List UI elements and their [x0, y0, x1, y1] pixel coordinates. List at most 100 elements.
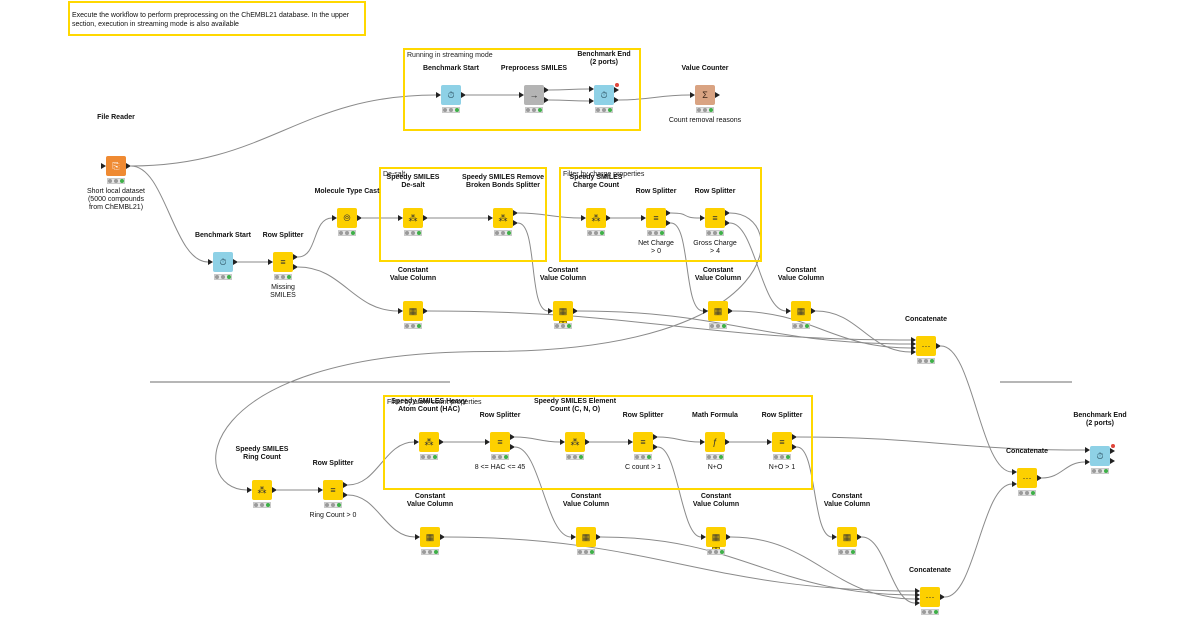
metanode-icon[interactable]: →: [524, 85, 544, 105]
output-port-icon[interactable]: [596, 534, 601, 540]
connection-remove-broken-to-charge-count[interactable]: [517, 212, 582, 219]
input-port-icon[interactable]: [247, 487, 252, 493]
output-port-icon[interactable]: [857, 534, 862, 540]
output-port-icon[interactable]: [439, 439, 444, 445]
annotation-desalt[interactable]: De-salt: [379, 167, 547, 262]
connection-row-split-mid-to-const-a[interactable]: [297, 266, 399, 312]
input-port-icon[interactable]: [911, 337, 916, 343]
input-port-icon[interactable]: [318, 487, 323, 493]
connection-row-split-no-to-const-h[interactable]: [796, 446, 833, 538]
output-port-icon[interactable]: [357, 215, 362, 221]
output-port-icon[interactable]: [606, 215, 611, 221]
output-port-icon[interactable]: [728, 308, 733, 314]
input-port-icon[interactable]: [415, 534, 420, 540]
input-port-icon[interactable]: [414, 439, 419, 445]
output-port-icon[interactable]: [725, 210, 730, 216]
constant-column-icon[interactable]: ▦: [420, 527, 440, 547]
input-port-icon[interactable]: [101, 163, 106, 169]
output-port-icon[interactable]: [715, 92, 720, 98]
output-port-icon[interactable]: [510, 444, 515, 450]
connection-concat-bottom-to-concat-final[interactable]: [944, 483, 1013, 598]
speedy-smiles-icon[interactable]: ⁂: [252, 480, 272, 500]
math-formula-icon[interactable]: ƒ: [705, 432, 725, 452]
connection-concat-mid-to-concat-final[interactable]: [940, 345, 1013, 473]
input-port-icon[interactable]: [560, 439, 565, 445]
connection-bench-end-top-to-value-counter[interactable]: [618, 94, 691, 101]
constant-column-icon[interactable]: ▦: [553, 301, 573, 321]
output-port-icon[interactable]: [725, 439, 730, 445]
row-splitter-icon[interactable]: ≡: [705, 208, 725, 228]
speedy-smiles-icon[interactable]: ⁂: [403, 208, 423, 228]
file-reader-icon[interactable]: ⎘: [106, 156, 126, 176]
output-port-icon[interactable]: [653, 434, 658, 440]
output-port-icon[interactable]: [423, 215, 428, 221]
constant-column-icon[interactable]: ▦: [837, 527, 857, 547]
benchmark-end-icon[interactable]: ⏱: [594, 85, 614, 105]
input-port-icon[interactable]: [581, 215, 586, 221]
output-port-icon[interactable]: [666, 210, 671, 216]
input-port-icon[interactable]: [1085, 459, 1090, 465]
input-port-icon[interactable]: [589, 98, 594, 104]
output-port-icon[interactable]: [461, 92, 466, 98]
input-port-icon[interactable]: [911, 341, 916, 347]
connection-row-split-net-to-row-split-gross[interactable]: [670, 212, 701, 219]
output-port-icon[interactable]: [513, 220, 518, 226]
input-port-icon[interactable]: [548, 308, 553, 314]
output-port-icon[interactable]: [1110, 448, 1115, 454]
input-port-icon[interactable]: [915, 596, 920, 602]
connection-const-g-to-concat-bottom[interactable]: [730, 536, 916, 600]
row-splitter-icon[interactable]: ≡: [490, 432, 510, 452]
output-port-icon[interactable]: [513, 210, 518, 216]
connection-row-split-net-to-const-c[interactable]: [670, 222, 704, 312]
output-port-icon[interactable]: [653, 444, 658, 450]
output-port-icon[interactable]: [510, 434, 515, 440]
row-splitter-icon[interactable]: ≡: [646, 208, 666, 228]
input-port-icon[interactable]: [1012, 481, 1017, 487]
input-port-icon[interactable]: [1012, 469, 1017, 475]
connection-row-split-mid-to-mol-cast[interactable]: [297, 217, 333, 258]
row-splitter-icon[interactable]: ≡: [772, 432, 792, 452]
connection-const-f-to-concat-bottom[interactable]: [600, 536, 916, 596]
connection-row-split-no-to-bench-end-final[interactable]: [796, 436, 1086, 451]
connection-row-split-hac-to-const-f[interactable]: [514, 446, 572, 538]
annotation-streaming[interactable]: Running in streaming mode: [403, 48, 641, 131]
input-port-icon[interactable]: [786, 308, 791, 314]
output-port-icon[interactable]: [585, 439, 590, 445]
output-port-icon[interactable]: [725, 220, 730, 226]
flow-variable-port-icon[interactable]: [1111, 444, 1115, 448]
output-port-icon[interactable]: [1037, 475, 1042, 481]
input-port-icon[interactable]: [398, 215, 403, 221]
output-port-icon[interactable]: [272, 487, 277, 493]
connection-preprocess-to-bench-end-top[interactable]: [548, 88, 590, 91]
input-port-icon[interactable]: [915, 600, 920, 606]
input-port-icon[interactable]: [911, 349, 916, 355]
constant-column-icon[interactable]: ▦: [576, 527, 596, 547]
input-port-icon[interactable]: [700, 215, 705, 221]
speedy-smiles-icon[interactable]: ⁂: [565, 432, 585, 452]
connection-row-split-c-to-const-g[interactable]: [657, 446, 702, 538]
concatenate-icon[interactable]: ⋯: [920, 587, 940, 607]
input-port-icon[interactable]: [571, 534, 576, 540]
output-port-icon[interactable]: [936, 343, 941, 349]
output-port-icon[interactable]: [792, 434, 797, 440]
input-port-icon[interactable]: [767, 439, 772, 445]
input-port-icon[interactable]: [332, 215, 337, 221]
output-port-icon[interactable]: [544, 87, 549, 93]
sum-icon[interactable]: Σ: [695, 85, 715, 105]
input-port-icon[interactable]: [911, 345, 916, 351]
output-port-icon[interactable]: [343, 482, 348, 488]
output-port-icon[interactable]: [573, 308, 578, 314]
concatenate-icon[interactable]: ⋯: [916, 336, 936, 356]
input-port-icon[interactable]: [268, 259, 273, 265]
connection-const-a-to-concat-mid[interactable]: [427, 310, 912, 341]
output-port-icon[interactable]: [343, 492, 348, 498]
input-port-icon[interactable]: [832, 534, 837, 540]
benchmark-start-icon[interactable]: ⏱: [213, 252, 233, 272]
row-splitter-icon[interactable]: ≡: [633, 432, 653, 452]
molecule-cast-icon[interactable]: ⦾: [337, 208, 357, 228]
constant-column-icon[interactable]: ▦: [791, 301, 811, 321]
input-port-icon[interactable]: [519, 92, 524, 98]
input-port-icon[interactable]: [628, 439, 633, 445]
output-port-icon[interactable]: [614, 87, 619, 93]
connection-row-split-c-to-math[interactable]: [657, 436, 701, 443]
